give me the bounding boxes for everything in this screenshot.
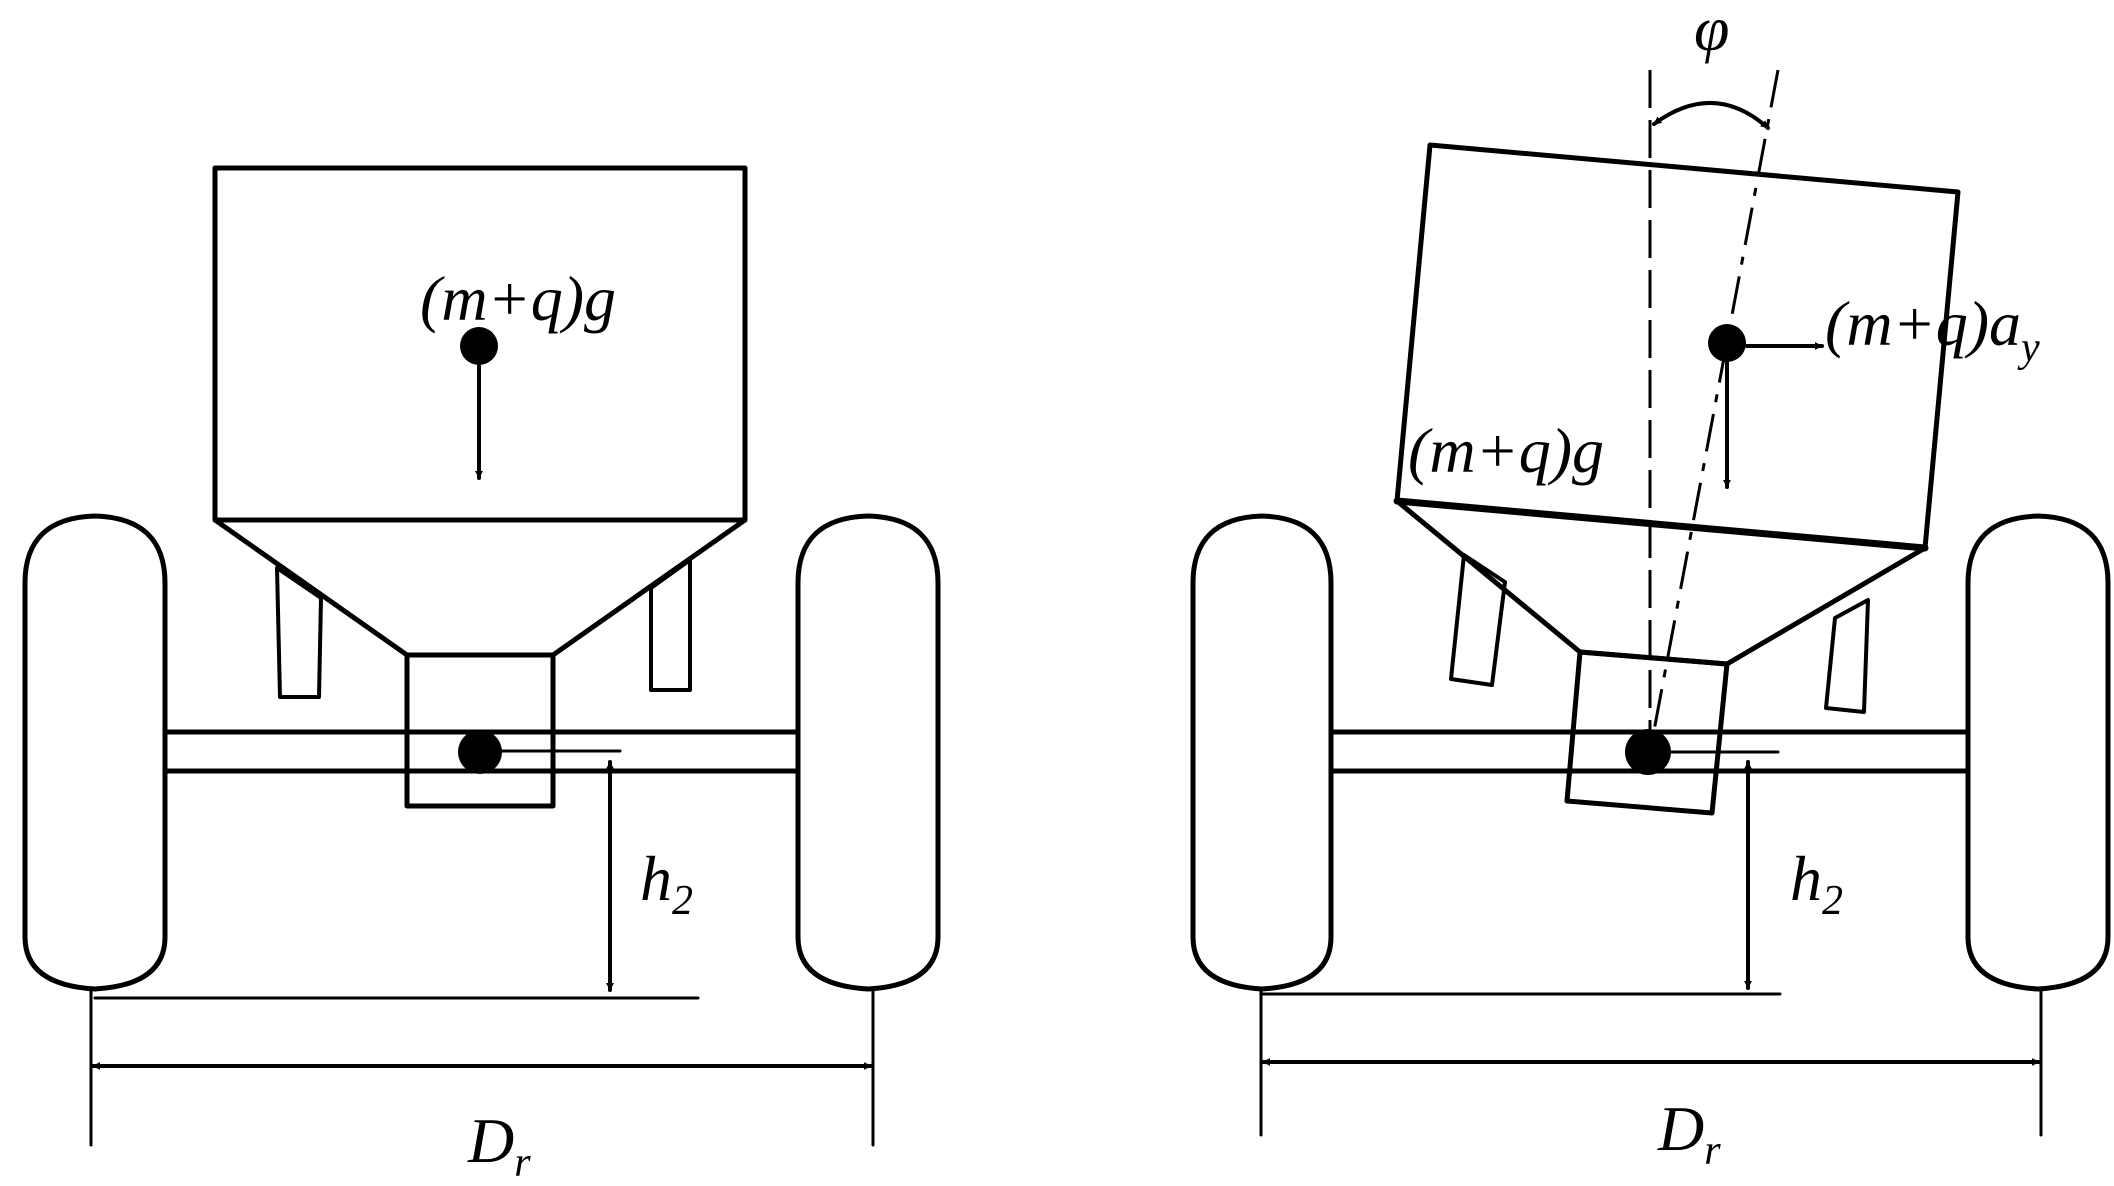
hopper-funnel xyxy=(212,517,748,658)
roll-angle-label: φ xyxy=(1694,0,1729,64)
cargo-box xyxy=(212,165,748,523)
right-panel: φ (m+q)ay (m+q)g h2 Dr xyxy=(1190,0,2111,1174)
left-support-leg xyxy=(275,566,323,699)
outlet-box xyxy=(404,652,556,809)
right-support-leg xyxy=(1824,598,1870,714)
center-of-gravity-dot xyxy=(1708,324,1746,362)
tilted-body-axis-line xyxy=(1648,69,1780,753)
right-wheel xyxy=(795,513,941,992)
cargo-box-floor xyxy=(1393,497,1929,552)
track-width-label: Dr xyxy=(1657,1093,1721,1174)
outlet-box xyxy=(1564,649,1730,816)
left-support-leg xyxy=(1449,553,1507,687)
right-support-leg xyxy=(649,558,692,692)
roll-center-dot xyxy=(458,730,502,774)
left-panel: (m+q)g h2 Dr xyxy=(22,165,941,1186)
right-wheel xyxy=(1965,513,2111,992)
left-wheel xyxy=(1190,513,1334,992)
gravity-force-label: (m+q)g xyxy=(1408,415,1604,486)
inertial-force-label: (m+q)ay xyxy=(1825,288,2040,371)
gravity-force-label: (m+q)g xyxy=(420,263,616,334)
roll-angle-arc xyxy=(1652,101,1770,130)
center-of-gravity-dot xyxy=(460,327,498,365)
roll-center-dot xyxy=(1625,729,1671,775)
left-wheel xyxy=(22,513,168,992)
height-label: h2 xyxy=(1790,843,1843,924)
height-label: h2 xyxy=(640,843,693,924)
track-width-label: Dr xyxy=(467,1105,531,1186)
